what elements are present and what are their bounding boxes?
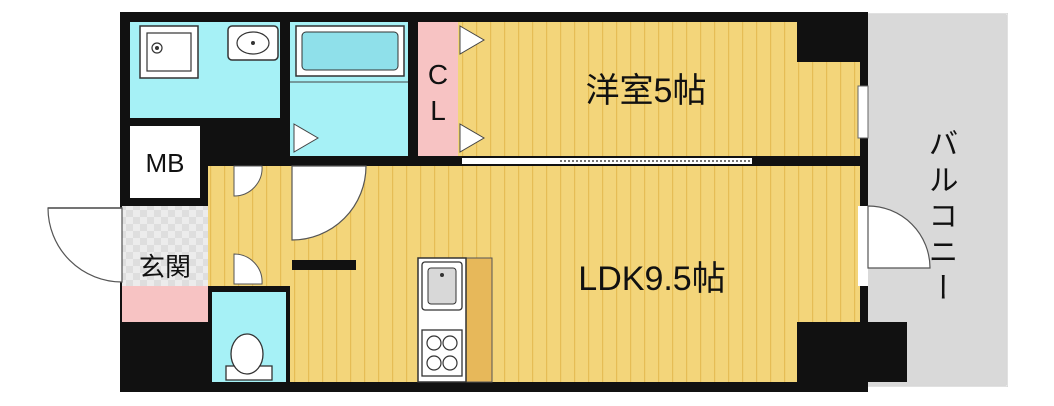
- closet-door-bottom: [459, 123, 485, 153]
- balcony-label: バルコニー: [924, 128, 957, 308]
- closet-door-top: [459, 25, 485, 55]
- mb-box: [130, 126, 200, 198]
- mb-label: MB: [146, 148, 185, 178]
- ldk-floor: [290, 166, 860, 382]
- toilet-icon: [225, 333, 273, 381]
- ldk-pillar: [797, 322, 907, 382]
- closet: [418, 22, 458, 156]
- closet-label-l: L: [430, 95, 446, 126]
- sink-icon: [227, 25, 279, 61]
- stove-icon: [421, 329, 463, 377]
- western-room-floor: [458, 22, 860, 156]
- ldk-wall-stub: [292, 260, 356, 270]
- entrance-shoebox: [122, 286, 208, 322]
- closet-label-c: C: [428, 59, 448, 90]
- western-room-label: 洋室5帖: [586, 72, 707, 110]
- sliding-door: [458, 156, 858, 166]
- bathroom-door: [293, 123, 319, 153]
- ldk-door: [291, 165, 367, 241]
- balcony-door: [858, 205, 931, 286]
- washing-machine-icon: [139, 25, 199, 79]
- ldk-label: LDK9.5帖: [578, 260, 725, 298]
- toilet-door: [233, 253, 263, 285]
- washroom-lower: [130, 88, 280, 118]
- western-room-pillar: [797, 22, 860, 62]
- entrance-label: 玄関: [139, 252, 191, 282]
- washroom-door: [233, 165, 263, 197]
- kitchen-sink-icon: [421, 261, 463, 311]
- window-western-room: [857, 85, 869, 139]
- entrance-door: [47, 207, 123, 283]
- bathtub-icon: [295, 25, 405, 77]
- entrance-tile-floor: [122, 206, 208, 286]
